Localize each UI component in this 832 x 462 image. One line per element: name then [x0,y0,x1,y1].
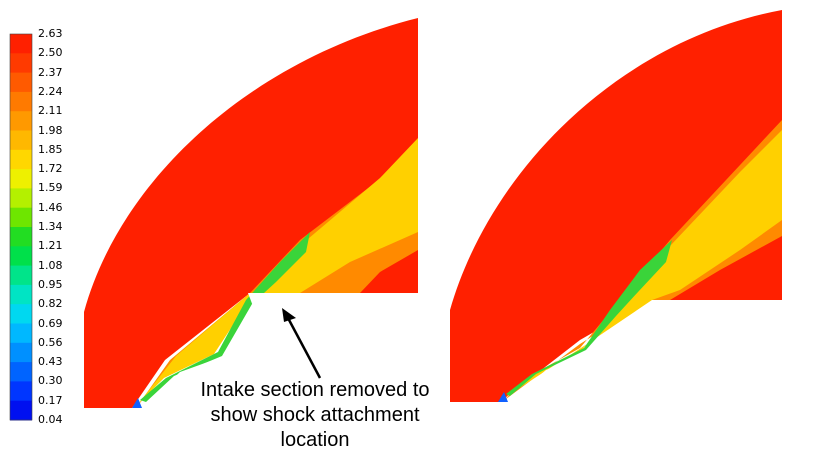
legend-tick-label: 1.59 [38,181,63,195]
legend-tick-label: 1.34 [38,220,63,233]
left-shock-region [84,18,418,408]
legend-tick-label: 0.69 [38,316,63,330]
left-body-cutout [142,293,418,458]
legend-tick-label: 2.11 [38,104,63,118]
annotation-line-3: location [280,429,350,451]
legend-tick-label: 0.30 [38,374,63,388]
annotation-line-2: show shock attachment [210,404,420,426]
legend-colorbar [9,33,33,421]
legend-color-swatch [10,130,32,151]
annotation-arrow-line [286,317,322,379]
annotation-arrow-head [282,308,296,322]
legend-color-swatch [10,362,32,382]
legend-color-swatch [10,111,32,131]
legend-tick-label: 0.43 [38,355,63,369]
legend-tick-label: 2.50 [38,46,63,60]
legend-color-swatch [10,149,32,170]
legend-tick-label: 0.95 [38,277,63,291]
legend-tick-label: 2.24 [38,84,63,98]
legend-color-swatch [10,323,32,344]
legend-color-swatch [10,53,32,74]
legend-color-swatch [10,34,32,54]
legend-tick-label: 1.21 [38,239,63,253]
legend-tick-label: 0.56 [38,335,63,349]
left-blue-region [132,398,142,408]
right-orange-band [502,120,782,402]
legend-tick-label: 1.72 [38,162,63,176]
legend-tick-label: 1.98 [38,123,63,137]
legend-color-swatch [10,72,32,93]
legend-tick-label: 0.17 [38,393,63,407]
legend-tick-label: 1.85 [38,142,63,156]
legend-tick-label: 1.46 [38,200,63,214]
legend-color-swatch [10,342,32,363]
right-core-region [670,236,782,300]
left-removed-intake [248,293,280,330]
legend-color-swatch [10,207,32,228]
annotation-text: Intake section removed to show shock att… [190,378,440,453]
left-contour-plot [84,18,418,458]
legend-tick-label: 2.37 [38,65,63,79]
legend-border [9,33,33,421]
right-shock-region [450,10,782,402]
legend-color-swatch [10,400,32,421]
legend-color-swatch [10,284,32,305]
legend-tick-label: 0.04 [38,413,63,426]
left-core-region [360,250,418,293]
legend-tick-label: 0.82 [38,297,63,311]
legend-tick-label: 1.08 [38,258,63,272]
legend-color-swatch [10,381,32,402]
legend-color-swatch [10,227,32,247]
right-green-region [506,240,672,396]
legend-color-swatch [10,304,32,324]
legend-color-swatch [10,265,32,286]
legend-tick-label: 2.63 [38,27,63,40]
left-green-region [140,232,310,402]
annotation-line-1: Intake section removed to [200,379,430,401]
color-legend: 2.63 2.50 2.37 2.24 2.11 1.98 1.85 1.72 1.59 1.46… [0,0,80,458]
right-blue-region [498,392,508,402]
right-contour-plot [450,10,782,458]
legend-color-swatch [10,188,32,209]
right-body-cutout [508,302,782,458]
legend-color-swatch [10,169,32,189]
legend-color-swatch [10,91,32,112]
legend-color-swatch [10,246,32,267]
